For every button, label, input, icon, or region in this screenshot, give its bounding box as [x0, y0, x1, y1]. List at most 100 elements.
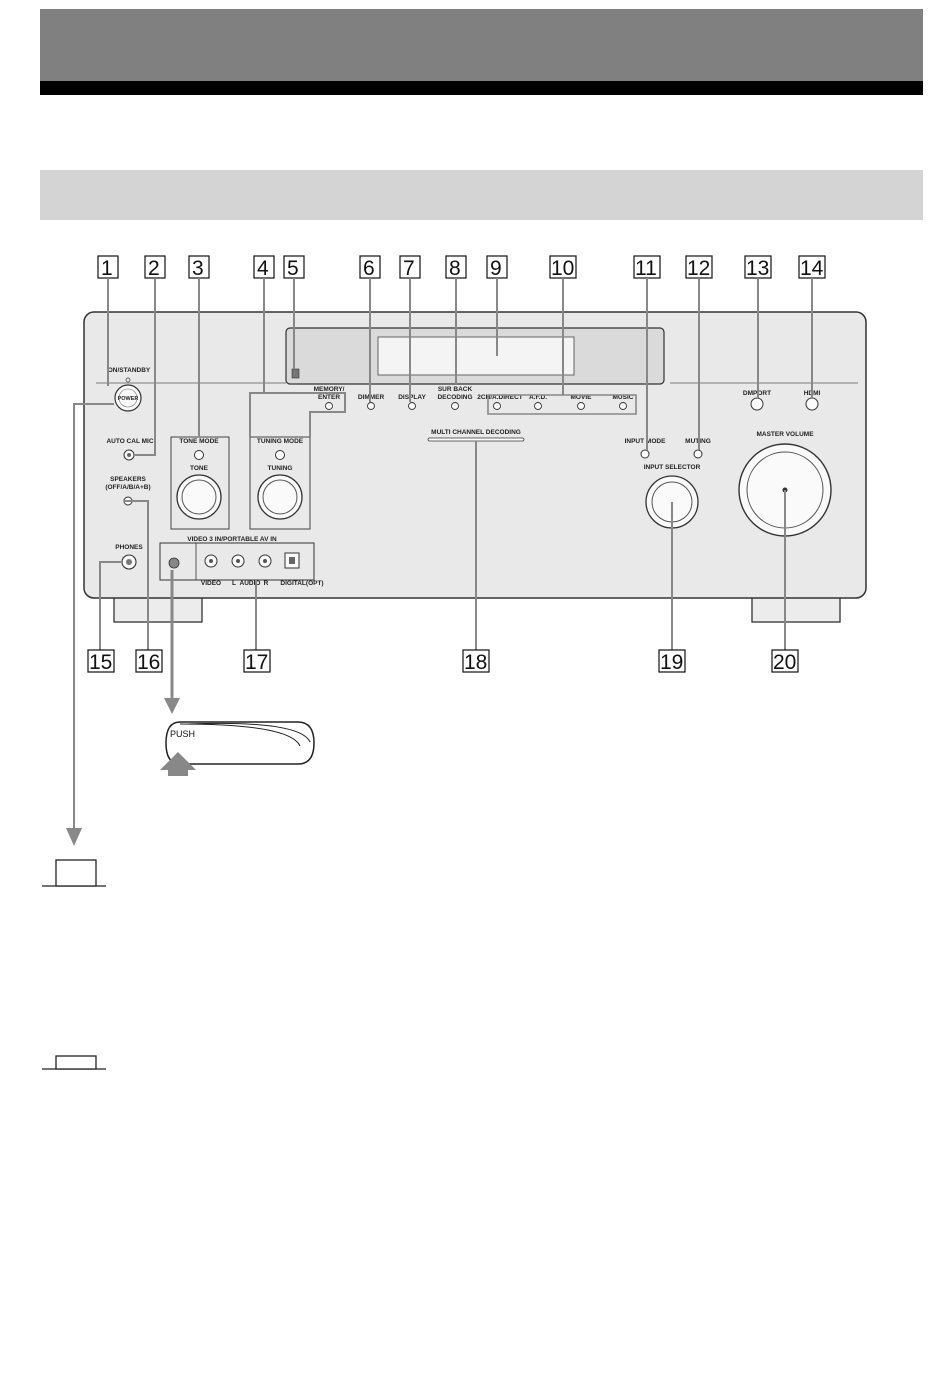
multi-channel-indicator: [427, 437, 525, 442]
callout-8: 8: [449, 257, 461, 280]
callout-box-19: [658, 649, 686, 673]
audio-l-label: L: [232, 580, 236, 587]
callout-5: 5: [287, 257, 299, 280]
multi-channel-label: MULTI CHANNEL DECODING: [431, 429, 521, 436]
leader-power-down: [73, 403, 114, 830]
tuning-mode-button[interactable]: [275, 450, 285, 460]
tuning-label: TUNING: [268, 465, 293, 472]
speakers-label: SPEAKERS: [110, 476, 146, 483]
2ch-label: 2CH/A.DIRECT: [477, 394, 523, 401]
video3-door-frame: [159, 542, 315, 581]
left-foot: [113, 596, 203, 623]
callout-20: 20: [773, 651, 796, 674]
tone-mode-button[interactable]: [194, 450, 204, 460]
callout-4: 4: [257, 257, 269, 280]
tone-mode-label: TONE MODE: [179, 438, 219, 445]
dimmer-label: DIMMER: [358, 394, 385, 401]
on-standby-label: ON/STANDBY: [108, 367, 151, 374]
marker-box-1: [55, 859, 97, 887]
svg-text:DECODING: DECODING: [437, 394, 472, 401]
leader-16: [124, 500, 149, 650]
callout-14: 14: [800, 257, 824, 280]
arrow-head-down: [66, 828, 82, 846]
sur-back-label: SUR BACK: [438, 386, 473, 393]
tuning-knob[interactable]: [257, 474, 303, 520]
callout-box-15: [87, 649, 115, 673]
memory-enter-button[interactable]: [325, 402, 333, 410]
audio-r-label: R: [264, 580, 269, 587]
power-label: POWER: [118, 396, 139, 402]
callout-12: 12: [687, 257, 710, 280]
movie-button[interactable]: [577, 402, 585, 410]
standby-indicator: [125, 377, 131, 383]
display-screen: [377, 336, 575, 376]
phones-label: PHONES: [115, 544, 143, 551]
push-door-illustration: PUSH: [160, 721, 315, 776]
callout-box-18: [462, 649, 490, 673]
master-volume-label: MASTER VOLUME: [756, 431, 814, 438]
callout-16: 16: [137, 651, 160, 674]
callout-11: 11: [635, 257, 657, 280]
display-button[interactable]: [408, 402, 416, 410]
leader-4a: [249, 278, 265, 437]
right-foot: [751, 596, 841, 623]
tuning-group-frame: [249, 436, 311, 530]
digital-opt-label: DIGITAL(OPT): [280, 580, 323, 587]
callout-18: 18: [464, 651, 487, 674]
push-up-arrow: [160, 752, 196, 776]
marker-box-2: [55, 1055, 97, 1070]
callout-3: 3: [192, 257, 204, 280]
push-label: PUSH: [170, 729, 195, 739]
callout-17: 17: [245, 651, 268, 674]
leader-10-bracket: [487, 394, 637, 415]
muting-button[interactable]: [693, 449, 703, 459]
memory-enter-label: MEMORY/: [314, 386, 345, 393]
sur-back-decoding-button[interactable]: [451, 402, 459, 410]
callout-10: 10: [551, 257, 574, 280]
hdmi-button[interactable]: [805, 397, 819, 411]
dimmer-button[interactable]: [367, 402, 375, 410]
input-mode-button[interactable]: [640, 449, 650, 459]
callout-box-20: [771, 649, 799, 673]
movie-label: MOVIE: [571, 394, 593, 401]
tuning-mode-label: TUNING MODE: [257, 438, 304, 445]
header-bar: [40, 9, 923, 81]
dmport-connector[interactable]: [750, 397, 764, 411]
afd-button[interactable]: [534, 402, 542, 410]
push-arrow-head: [164, 698, 180, 714]
video3-label: VIDEO 3 IN/PORTABLE AV IN: [187, 536, 277, 543]
callout-6: 6: [363, 257, 375, 280]
callout-7: 7: [403, 257, 415, 280]
leader-4b: [264, 392, 346, 437]
remote-sensor: [291, 368, 300, 379]
header-rule: [40, 81, 923, 95]
svg-text:ENTER: ENTER: [318, 394, 340, 401]
2ch-adirect-button[interactable]: [493, 402, 501, 410]
callout-9: 9: [490, 257, 502, 280]
callout-box-17: [243, 649, 271, 673]
side-markers: [42, 859, 106, 1070]
leader-lines: [73, 278, 813, 830]
section-bar: [40, 170, 923, 220]
auto-cal-mic-label: AUTO CAL MIC: [106, 438, 153, 445]
video-label: VIDEO: [201, 580, 221, 587]
callout-row-bottom: [87, 649, 799, 673]
callout-2: 2: [148, 257, 160, 280]
tone-label: TONE: [190, 465, 209, 472]
afd-label: A.F.D.: [529, 394, 547, 401]
music-button[interactable]: [619, 402, 627, 410]
display-label: DISPLAY: [398, 394, 426, 401]
callout-19: 19: [660, 651, 683, 674]
audio-label: AUDIO: [240, 580, 261, 587]
svg-text:(OFF/A/B/A+B): (OFF/A/B/A+B): [105, 484, 150, 491]
door-push-point[interactable]: [168, 557, 180, 569]
callout-box-16: [135, 649, 163, 673]
leader-15: [99, 561, 123, 650]
callout-1: 1: [101, 257, 113, 280]
callout-15: 15: [89, 651, 112, 674]
tone-knob[interactable]: [176, 474, 222, 520]
callout-row-top: [97, 255, 826, 279]
callout-13: 13: [746, 257, 769, 280]
input-selector-label: INPUT SELECTOR: [644, 464, 701, 471]
